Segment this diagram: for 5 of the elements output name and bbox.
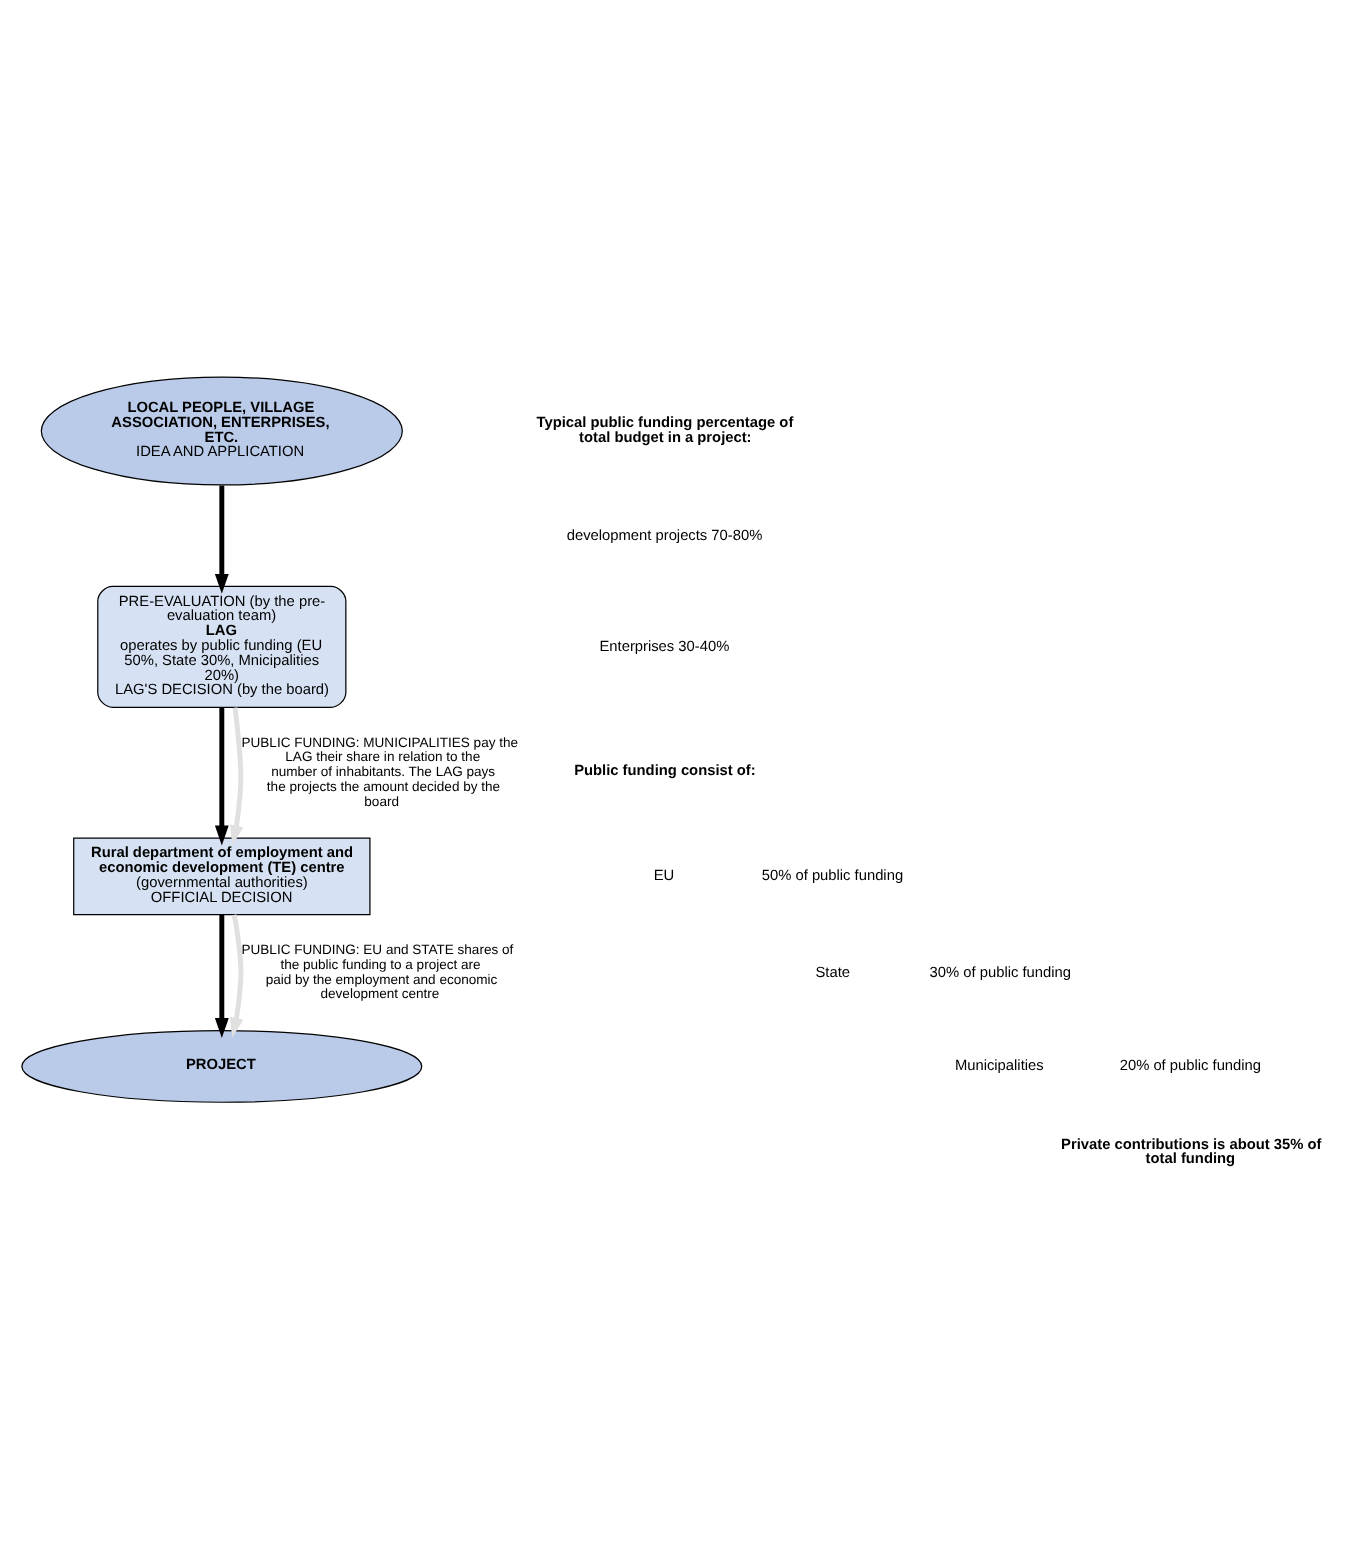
- arrow: [229, 707, 244, 846]
- arrow: [229, 914, 244, 1038]
- arrow: [214, 914, 229, 1038]
- arrow: [214, 707, 229, 846]
- arrow: [214, 485, 229, 594]
